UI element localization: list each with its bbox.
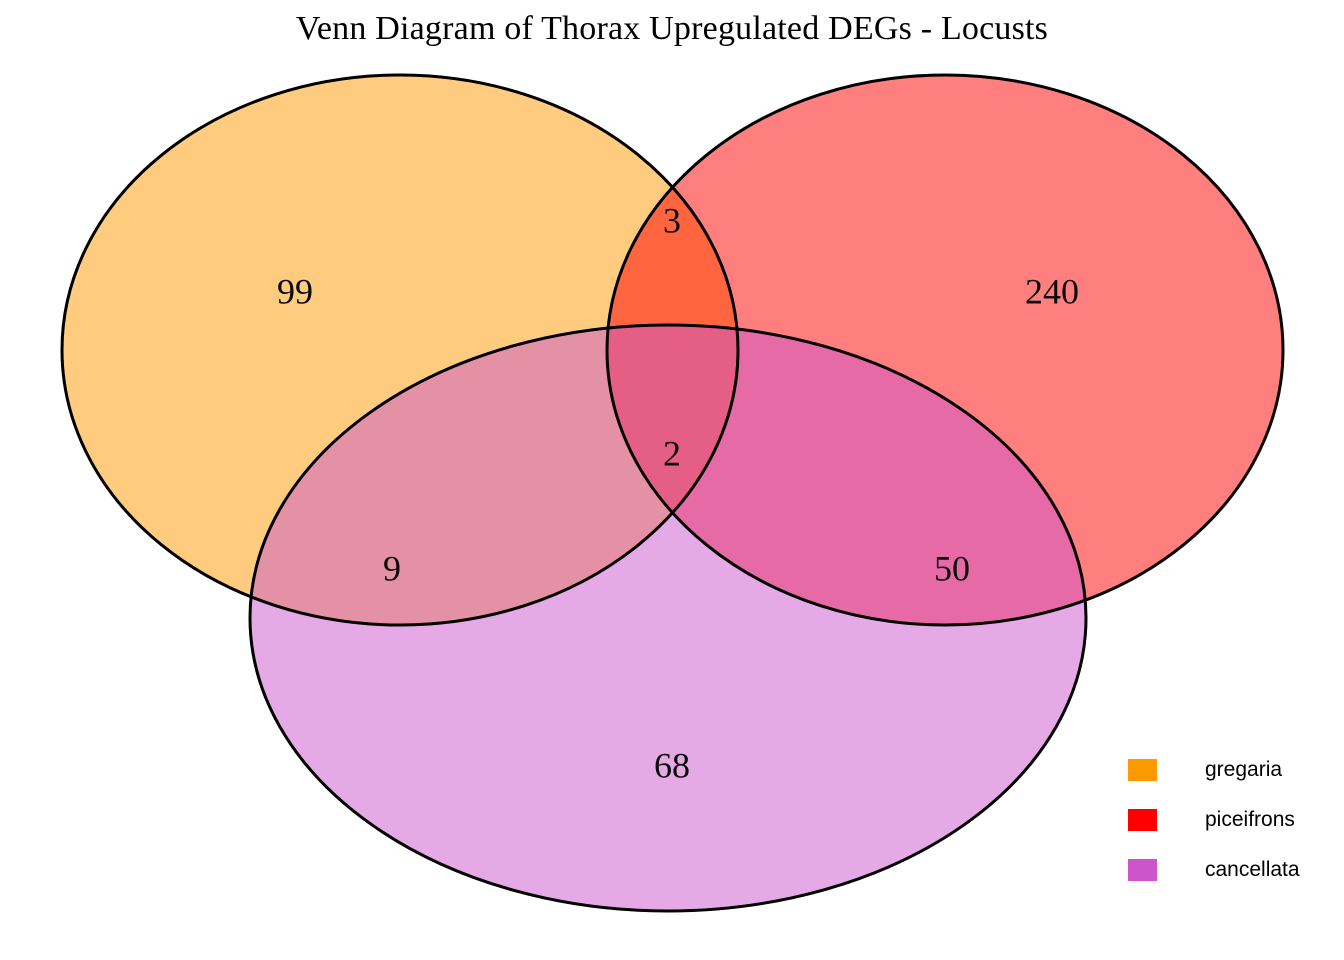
venn-region-labels: 99 240 68 3 9 50 2 [277, 200, 1079, 785]
region-label-cancellata-only: 68 [654, 745, 690, 785]
venn-outline-gregaria [60, 73, 740, 627]
region-label-gregaria-piceifrons: 3 [663, 200, 681, 240]
region-label-gregaria-cancellata: 9 [383, 548, 401, 588]
venn-outline-piceifrons [605, 73, 1285, 627]
page-title: Venn Diagram of Thorax Upregulated DEGs … [295, 10, 1049, 47]
legend-label-cancellata: cancellata [1205, 858, 1300, 881]
legend-swatch-cancellata [1128, 859, 1157, 881]
region-label-gregaria-only: 99 [277, 271, 313, 311]
venn-outline-cancellata [248, 323, 1088, 913]
venn-ellipse-fills [62, 75, 1283, 911]
region-label-piceifrons-cancellata: 50 [934, 548, 970, 588]
legend-swatch-gregaria [1128, 759, 1157, 781]
legend: gregaria piceifrons cancellata [1128, 745, 1344, 895]
legend-label-piceifrons: piceifrons [1205, 808, 1295, 831]
legend-item-gregaria[interactable]: gregaria [1128, 745, 1344, 795]
venn-ellipse-cancellata[interactable] [250, 325, 1086, 911]
legend-swatch-piceifrons [1128, 809, 1157, 831]
region-label-piceifrons-only: 240 [1025, 271, 1079, 311]
region-label-gregaria-piceifrons-cancellata: 2 [663, 433, 681, 473]
venn-ellipse-outlines [60, 73, 1285, 913]
legend-item-cancellata[interactable]: cancellata [1128, 845, 1344, 895]
legend-label-gregaria: gregaria [1205, 758, 1283, 781]
legend-item-piceifrons[interactable]: piceifrons [1128, 795, 1344, 845]
